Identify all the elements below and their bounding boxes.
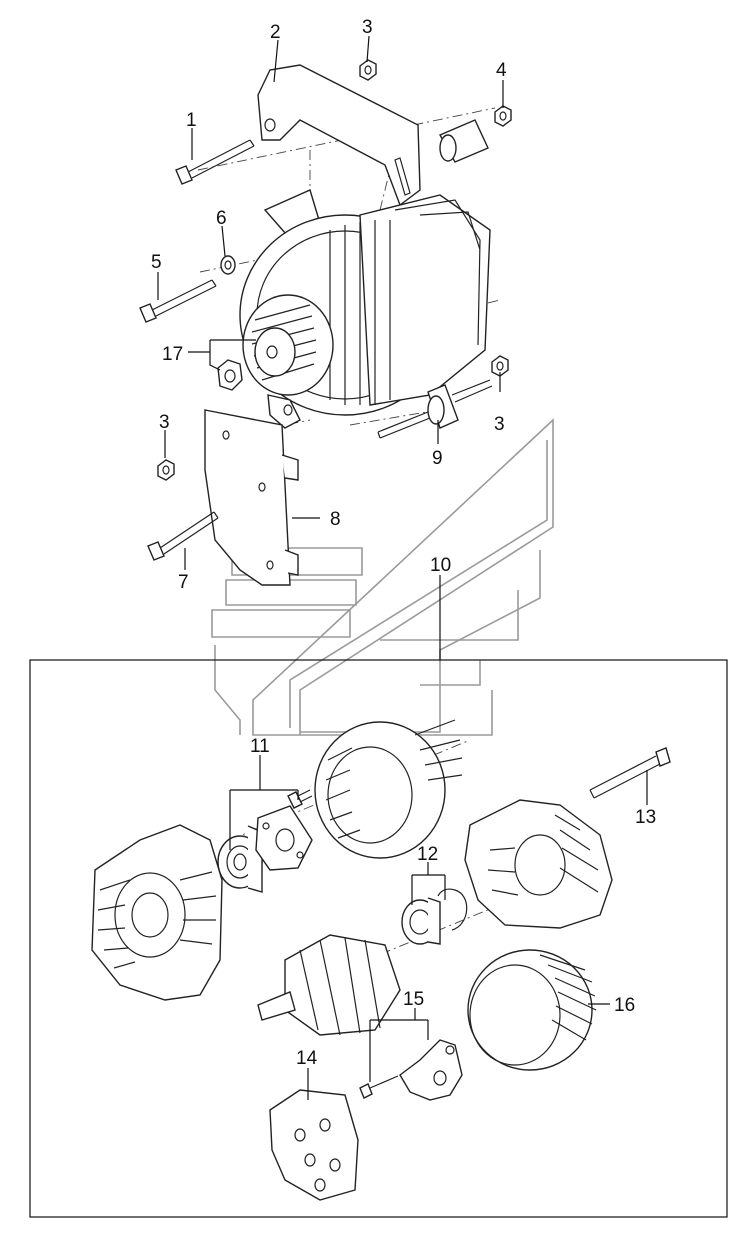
alternator-assembly [217,189,491,429]
nut-part-3-right [491,355,509,377]
front-housing [91,824,223,1001]
stator [314,719,463,859]
bracket-part-8 [204,409,299,586]
leader-lines [157,35,648,1100]
kit-frame [29,659,728,1218]
bracket-part-2 [257,64,421,207]
brush-holder-part-15 [399,1039,463,1101]
callout-3-left: 3 [159,412,170,433]
washer-part-6 [220,255,236,275]
brush-part-15 [359,1075,399,1099]
stud-part-9 [377,379,493,439]
callout-16: 16 [614,995,635,1016]
callout-17: 17 [162,344,183,365]
nut-part-3-left [157,459,175,481]
bearing-plate-part-11 [255,805,313,871]
bearing-part-12 [401,897,441,945]
callout-11: 11 [250,736,270,757]
callout-9: 9 [432,448,443,469]
rectifier-part-14 [269,1089,359,1201]
bearing-part-11 [217,825,263,893]
callout-1: 1 [186,110,197,131]
callout-3-right: 3 [494,414,505,435]
screw-part-11 [287,789,313,809]
callout-10: 10 [430,555,451,576]
callout-3-top: 3 [362,17,373,38]
callout-8: 8 [330,509,341,530]
rear-housing [464,799,613,929]
callout-13: 13 [635,807,656,828]
callout-7: 7 [178,572,189,593]
bolt-part-7 [147,511,219,561]
callout-12: 12 [417,844,438,865]
bolt-part-13 [589,747,671,799]
callout-6: 6 [216,208,227,229]
callout-15: 15 [403,989,424,1010]
bolt-part-5 [139,279,217,323]
spacer-sleeve [439,119,489,163]
bolt-part-1 [175,139,255,185]
callout-2: 2 [270,22,281,43]
cover-part-16 [467,949,597,1071]
circlip-part-12 [437,888,468,931]
nut-part-3-top [359,59,377,81]
nut-part-4 [494,105,512,127]
callout-5: 5 [151,252,162,273]
callout-4: 4 [496,60,507,81]
rotor [257,934,401,1036]
callout-14: 14 [296,1048,318,1069]
callout-labels: 1 2 3 4 6 5 17 3 9 3 8 7 10 11 13 12 15 … [151,17,656,1069]
